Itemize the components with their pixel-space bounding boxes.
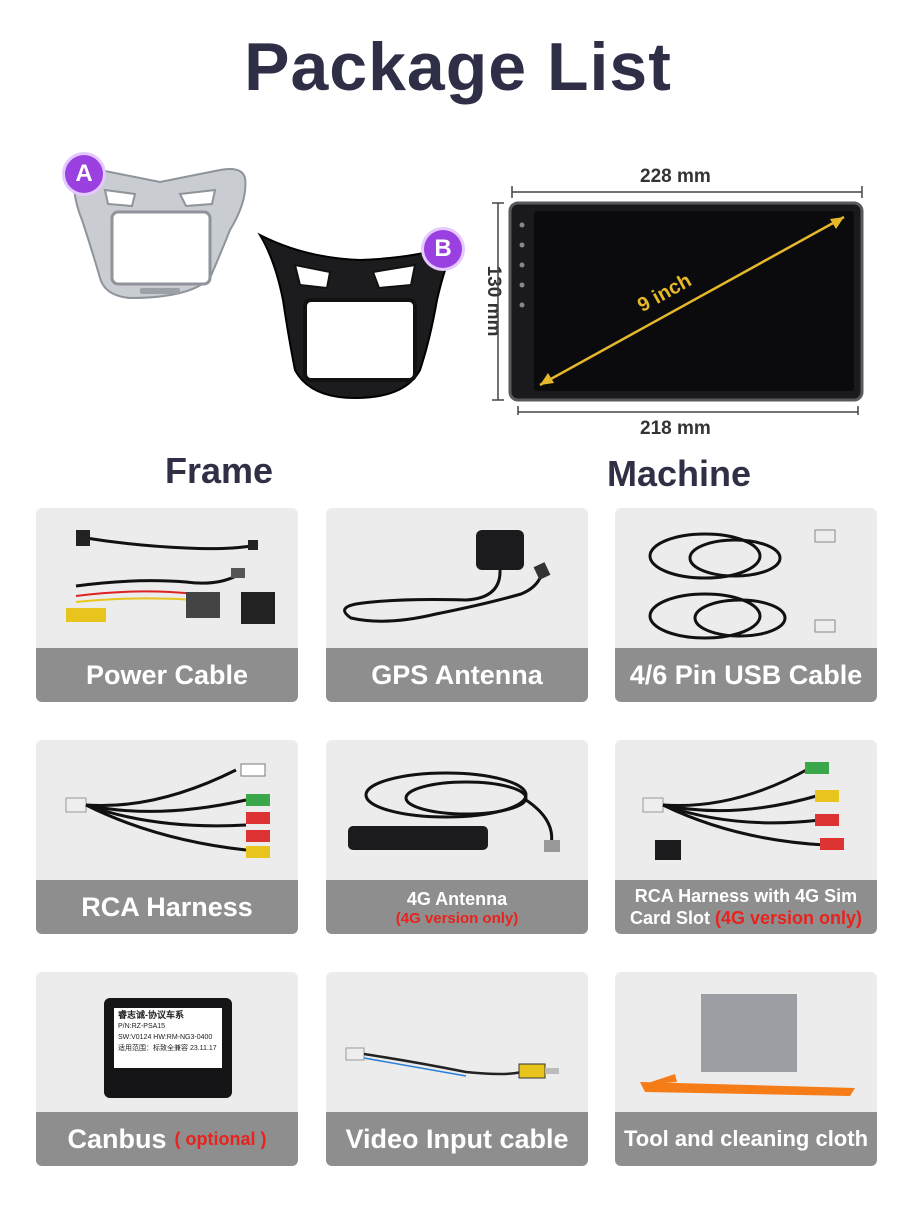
canbus-sticker: 睿志诚-协议车系 P/N:RZ-PSA15 SW:V0124 HW:RM-NG3… bbox=[114, 1008, 222, 1068]
canbus-sticker-line2: P/N:RZ-PSA15 bbox=[118, 1023, 166, 1030]
item-rca-harness-4g: RCA Harness with 4G Sim Card Slot (4G ve… bbox=[615, 740, 877, 934]
canbus-sticker-line4: 适用范围：标致全兼容 23.11.17 bbox=[118, 1045, 217, 1052]
tool-cloth-label: Tool and cleaning cloth bbox=[623, 1126, 869, 1151]
item-tool-cloth: Tool and cleaning cloth bbox=[615, 972, 877, 1166]
item-canbus: 睿志诚-协议车系 P/N:RZ-PSA15 SW:V0124 HW:RM-NG3… bbox=[36, 972, 298, 1166]
usb-cable-label: 4/6 Pin USB Cable bbox=[629, 659, 863, 690]
frame-a-image bbox=[73, 168, 247, 300]
machine-label: Machine bbox=[607, 453, 752, 494]
rca-harness-label: RCA Harness bbox=[81, 891, 253, 922]
power-cable-label: Power Cable bbox=[85, 659, 249, 690]
canbus-label: Canbus bbox=[67, 1123, 167, 1154]
usb-cable-image bbox=[648, 529, 836, 640]
rca-harness-4g-label-line2: Card Slot bbox=[629, 908, 710, 928]
gps-antenna-label: GPS Antenna bbox=[371, 659, 543, 690]
width-bottom-label: 218 mm bbox=[640, 418, 711, 439]
item-rca-harness: RCA Harness bbox=[36, 740, 298, 934]
rca-harness-4g-note: (4G version only) bbox=[714, 908, 863, 928]
item-gps-antenna: GPS Antenna bbox=[326, 508, 588, 702]
frame-label: Frame bbox=[165, 450, 274, 491]
rca-harness-image bbox=[65, 763, 270, 858]
tool-cloth-image bbox=[640, 994, 855, 1096]
machine-image bbox=[492, 186, 864, 415]
page-title: Package List bbox=[244, 29, 672, 105]
item-video-input-cable: Video Input cable bbox=[326, 972, 588, 1166]
canbus-sticker-line1: 睿志诚-协议车系 bbox=[118, 1010, 184, 1020]
width-top-label: 228 mm bbox=[640, 166, 711, 187]
4g-antenna-image bbox=[348, 771, 560, 852]
canbus-sticker-line3: SW:V0124 HW:RM-NG3-0400 bbox=[118, 1034, 213, 1041]
4g-antenna-label: 4G Antenna bbox=[406, 888, 508, 909]
canbus-image: 睿志诚-协议车系 P/N:RZ-PSA15 SW:V0124 HW:RM-NG3… bbox=[36, 972, 298, 1112]
video-input-cable-image bbox=[345, 1047, 559, 1079]
rca-harness-4g-image bbox=[642, 762, 844, 860]
canbus-box: 睿志诚-协议车系 P/N:RZ-PSA15 SW:V0124 HW:RM-NG3… bbox=[104, 998, 232, 1098]
frame-b-badge: B bbox=[424, 230, 462, 268]
item-usb-cable: 4/6 Pin USB Cable bbox=[615, 508, 877, 702]
gps-antenna-image bbox=[343, 530, 551, 623]
power-cable-image bbox=[66, 530, 275, 624]
frame-b-image bbox=[257, 232, 457, 400]
item-4g-antenna: 4G Antenna (4G version only) bbox=[326, 740, 588, 934]
rca-harness-4g-label-line1: RCA Harness with 4G Sim bbox=[634, 886, 858, 906]
4g-antenna-note: (4G version only) bbox=[395, 909, 519, 927]
canbus-note: ( optional ) bbox=[174, 1128, 267, 1149]
video-input-cable-label: Video Input cable bbox=[345, 1123, 569, 1154]
item-power-cable: Power Cable bbox=[36, 508, 298, 702]
frame-a-badge: A bbox=[65, 155, 103, 193]
